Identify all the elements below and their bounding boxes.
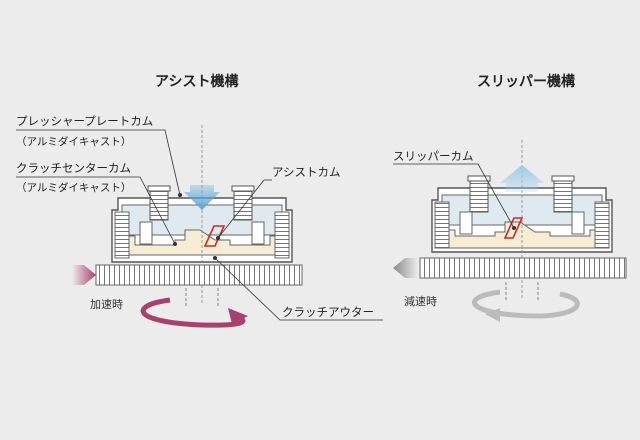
label-clutch-center-cam: クラッチセンターカム — [16, 161, 131, 175]
assist-clutch-assembly — [72, 125, 303, 328]
slipper-leader-lines — [393, 163, 517, 230]
label-clutch-center-material: （アルミダイキャスト） — [16, 181, 131, 194]
label-accel: 加速時 — [90, 298, 123, 311]
slipper-title: スリッパー機構 — [477, 73, 575, 90]
assist-leader-lines — [16, 129, 383, 321]
label-clutch-outer: クラッチアウター — [282, 305, 374, 319]
label-pressure-plate-cam: プレッシャープレートカム — [16, 114, 153, 128]
assist-title: アシスト機構 — [155, 73, 238, 90]
label-decel: 減速時 — [404, 294, 437, 308]
label-slipper-cam: スリッパーカム — [393, 149, 474, 163]
slipper-clutch-assembly — [393, 140, 627, 322]
label-pressure-plate-material: （アルミダイキャスト） — [16, 135, 131, 148]
label-assist-cam: アシストカム — [272, 165, 341, 179]
